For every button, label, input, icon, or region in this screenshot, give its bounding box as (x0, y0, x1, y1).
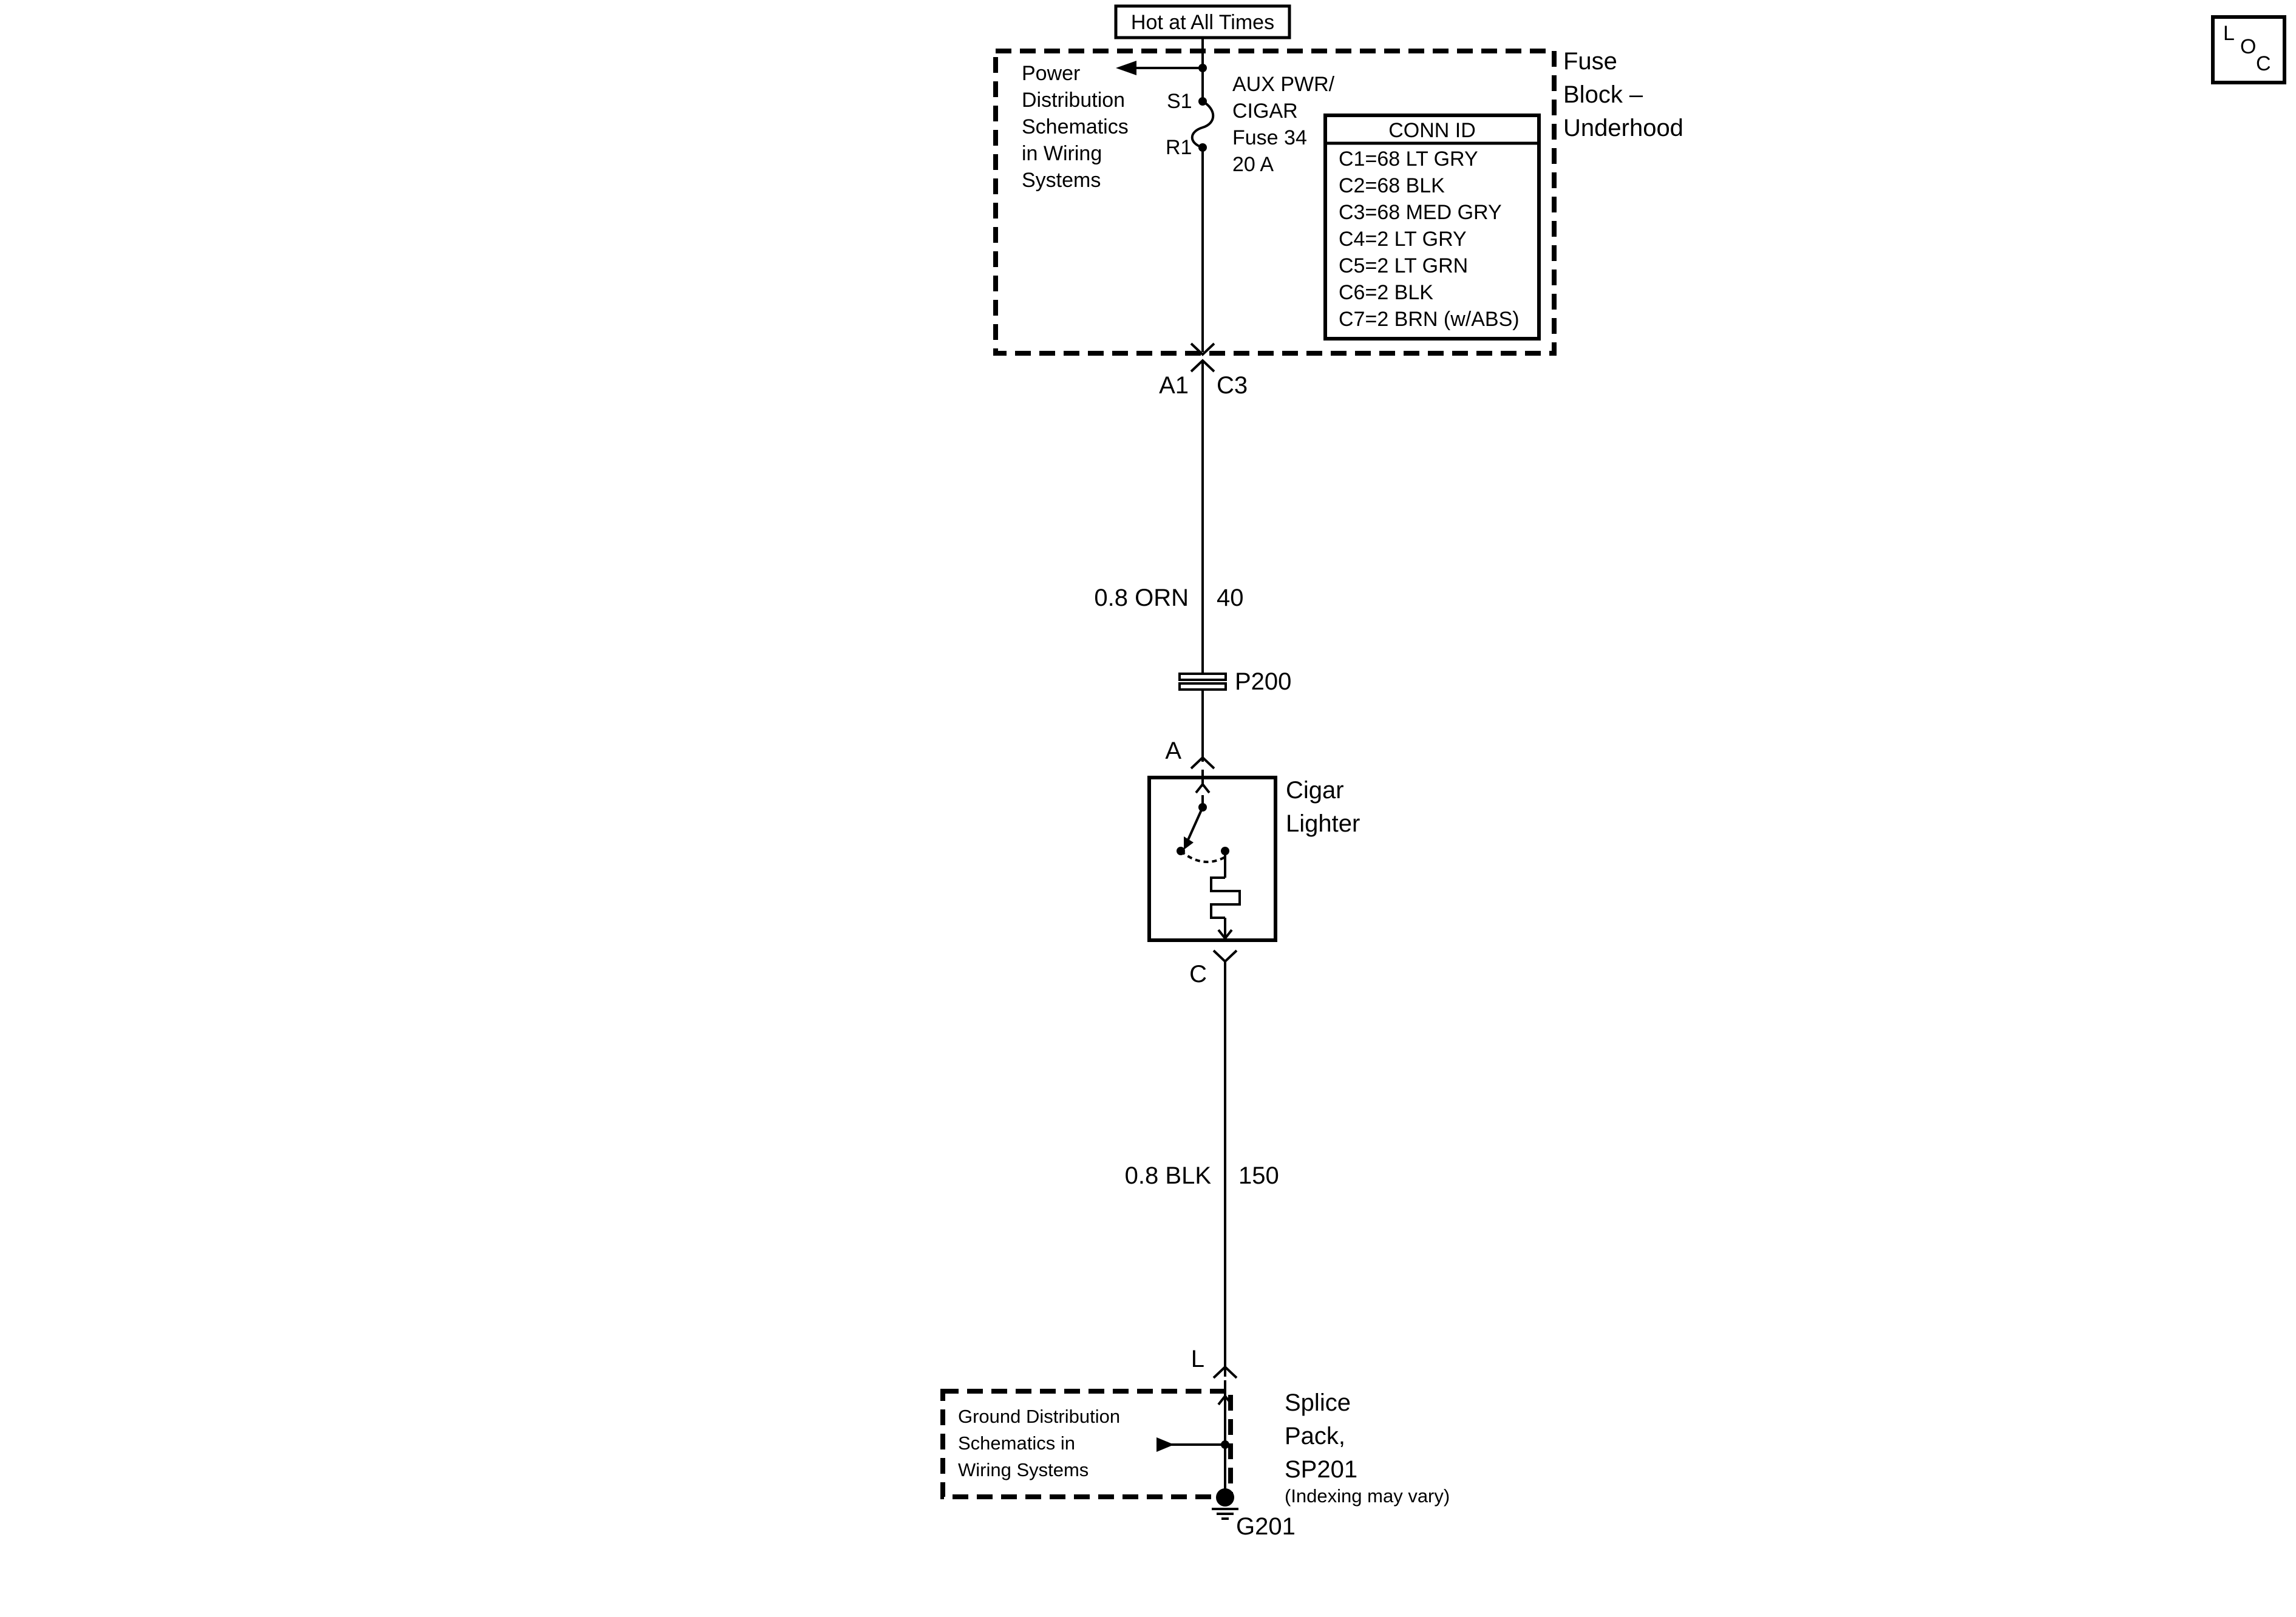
splice-pack-title-line-1: Splice (1285, 1389, 1351, 1416)
cigar-lighter-title-line-1: Cigar (1286, 777, 1344, 804)
fuse-label-line-4: 20 A (1232, 153, 1274, 176)
fuse-label-line-3: Fuse 34 (1232, 126, 1307, 149)
terminal-s1-label: S1 (1167, 90, 1192, 113)
p200-label: P200 (1235, 668, 1291, 695)
splice-pack-sp201[interactable] (940, 1380, 1233, 1499)
fuse-label-line-2: CIGAR (1232, 100, 1298, 123)
wire-1-gauge-color: 0.8 ORN (1094, 585, 1189, 611)
fuse-block-title: Fuse Block – Underhood (1563, 48, 1683, 141)
fuse-block-title-line-1: Fuse (1563, 48, 1617, 75)
loc-letter-o: O (2240, 35, 2256, 58)
splice-pack-outline (940, 1389, 1233, 1499)
connector-pin-a1: A1 (1159, 372, 1189, 399)
connector-a-symbol (1190, 756, 1215, 770)
conn-id-row: C4=2 LT GRY (1339, 228, 1467, 251)
conn-id-title: CONN ID (1388, 119, 1476, 142)
power-ref-line-1: Power (1022, 62, 1080, 85)
power-ref-line-4: in Wiring (1022, 142, 1102, 165)
loc-letter-l: L (2223, 22, 2235, 45)
power-ref-line-5: Systems (1022, 169, 1101, 192)
ground-label: G201 (1236, 1513, 1296, 1540)
connector-l-symbol (1212, 1365, 1238, 1379)
power-distribution-reference[interactable]: Power Distribution Schematics in Wiring … (1022, 62, 1134, 192)
ground-ref-line-1: Ground Distribution (958, 1406, 1120, 1427)
ground-g201-symbol[interactable] (1212, 1488, 1238, 1520)
conn-id-row: C3=68 MED GRY (1339, 201, 1502, 224)
ground-distribution-reference[interactable]: Ground Distribution Schematics in Wiring… (958, 1406, 1126, 1480)
splice-pack-pin-l: L (1191, 1346, 1204, 1372)
splice-pack-note: (Indexing may vary) (1285, 1485, 1450, 1507)
conn-id-row: C5=2 LT GRN (1339, 254, 1468, 277)
power-source-box: Hot at All Times (1114, 4, 1291, 39)
terminal-r1-label: R1 (1166, 136, 1192, 159)
fuse-34-label: AUX PWR/ CIGAR Fuse 34 20 A (1232, 73, 1340, 176)
connector-c-symbol (1212, 949, 1238, 963)
fuse-block-title-line-2: Block – (1563, 81, 1643, 108)
power-ref-arrowhead (1116, 61, 1136, 75)
splice-pack-title: Splice Pack, SP201 (1285, 1389, 1357, 1483)
power-ref-line-3: Schematics (1022, 115, 1129, 138)
cigar-lighter-title: Cigar Lighter (1286, 777, 1360, 837)
ground-ref-line-2: Schematics in (958, 1432, 1075, 1454)
ground-ref-line-3: Wiring Systems (958, 1459, 1089, 1480)
fuse-block: Fuse Block – Underhood Power Distributio… (993, 48, 1683, 356)
cigar-lighter-pin-c: C (1189, 961, 1207, 988)
conn-id-row: C7=2 BRN (w/ABS) (1339, 308, 1520, 331)
power-source-label: Hot at All Times (1131, 11, 1274, 34)
connector-c3-label: C3 (1217, 372, 1248, 399)
fuse-block-outline (993, 49, 1557, 356)
conn-id-row: C2=68 BLK (1339, 174, 1445, 197)
splice-pack-title-line-2: Pack, (1285, 1423, 1345, 1449)
cigar-lighter-title-line-2: Lighter (1286, 810, 1360, 837)
wire-1-circuit: 40 (1217, 585, 1244, 611)
conn-id-row: C1=68 LT GRY (1339, 147, 1478, 171)
loc-icon[interactable]: L O C (2211, 15, 2286, 84)
fuse-label-line-1: AUX PWR/ (1232, 73, 1335, 96)
wire-2-circuit: 150 (1238, 1162, 1279, 1189)
cigar-lighter-pin-a: A (1165, 737, 1181, 764)
cigar-lighter[interactable] (1147, 770, 1277, 942)
loc-letter-c: C (2256, 52, 2271, 75)
splice-pack-title-line-3: SP201 (1285, 1456, 1357, 1483)
power-ref-line-2: Distribution (1022, 89, 1125, 112)
conn-id-row: C6=2 BLK (1339, 281, 1433, 304)
wire-2-gauge-color: 0.8 BLK (1125, 1162, 1212, 1189)
p200-inline-connector[interactable] (1178, 673, 1227, 691)
fuse-34-symbol (1190, 64, 1215, 356)
fuse-block-title-line-3: Underhood (1563, 115, 1683, 141)
conn-id-table: CONN ID C1=68 LT GRY C2=68 BLK C3=68 MED… (1323, 114, 1541, 341)
